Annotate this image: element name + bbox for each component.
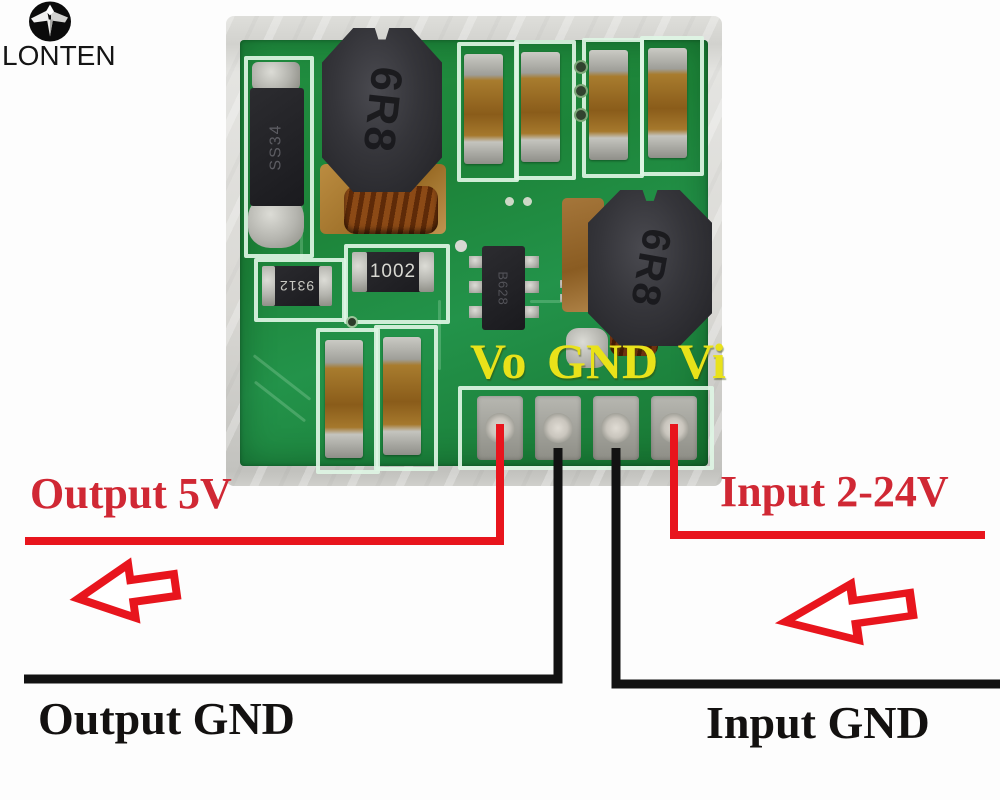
via-dot <box>574 84 588 98</box>
pcb-trace <box>438 300 441 370</box>
pad-hole <box>543 413 573 443</box>
right-arrow-icon <box>774 577 918 646</box>
ic-lead <box>469 256 484 268</box>
output-gnd-wire <box>24 448 563 684</box>
brand-logo: LONTEN <box>0 0 120 80</box>
input-wire <box>670 424 985 539</box>
resistor-9312: 9312 <box>262 266 332 306</box>
capacitor-6 <box>383 337 421 455</box>
inductor2: 6R8 <box>588 190 712 346</box>
pcb-trace <box>530 300 570 303</box>
ic-lead <box>469 281 484 293</box>
via-dot <box>574 60 588 74</box>
via-dot <box>505 197 514 206</box>
silkscreen-box-cap-bottom1 <box>316 328 380 474</box>
diode-ss34: SS34 <box>250 88 304 206</box>
brand-name: LONTEN <box>2 40 116 71</box>
resistor-end <box>319 266 332 306</box>
pin-row-label: Vo GND Vi <box>470 333 726 389</box>
capacitor-2 <box>521 52 560 162</box>
capacitor-3 <box>589 50 628 160</box>
resistor-end <box>419 252 434 292</box>
diode-solder-top <box>252 62 300 90</box>
input-gnd-wire <box>611 448 1000 689</box>
label-input-gnd: Input GND <box>706 697 930 748</box>
inductor1: 6R8 <box>322 28 442 192</box>
inductor1-winding <box>344 186 438 234</box>
silkscreen-box-cap2 <box>514 40 576 180</box>
via-dot <box>455 240 467 252</box>
pad-hole <box>601 413 631 443</box>
silkscreen-box-cap4 <box>640 36 704 176</box>
label-output-5v: Output 5V <box>30 469 232 518</box>
label-output-gnd: Output GND <box>38 693 295 744</box>
dove-icon <box>29 1 71 42</box>
solder-pad-gnd1 <box>535 396 581 460</box>
silkscreen-box-resistor-main <box>344 244 450 324</box>
ic-sot23: B628 <box>482 246 525 330</box>
via-dot <box>523 197 532 206</box>
resistor-main-marking: 1002 <box>369 261 417 282</box>
silkscreen-box-pads <box>458 386 714 470</box>
via-dot <box>346 316 358 328</box>
ic-lead <box>524 306 539 318</box>
label-input-2-24v: Input 2-24V <box>720 467 949 516</box>
resistor-end <box>262 266 275 306</box>
ic-lead <box>524 256 539 268</box>
output-5v-wire <box>25 424 504 545</box>
resistor-end <box>352 252 367 292</box>
capacitor-5 <box>325 340 363 458</box>
capacitor-1 <box>464 54 503 164</box>
left-arrow-icon <box>69 557 182 624</box>
silkscreen-box-diode <box>244 56 314 258</box>
inductor2-solder <box>566 328 608 368</box>
ic-lead <box>469 306 484 318</box>
silkscreen-box-cap-bottom2 <box>374 325 438 471</box>
via-dot <box>574 108 588 122</box>
resistor-1002: 1002 <box>352 252 434 292</box>
capacitor-4 <box>648 48 687 158</box>
ic-lead <box>524 281 539 293</box>
